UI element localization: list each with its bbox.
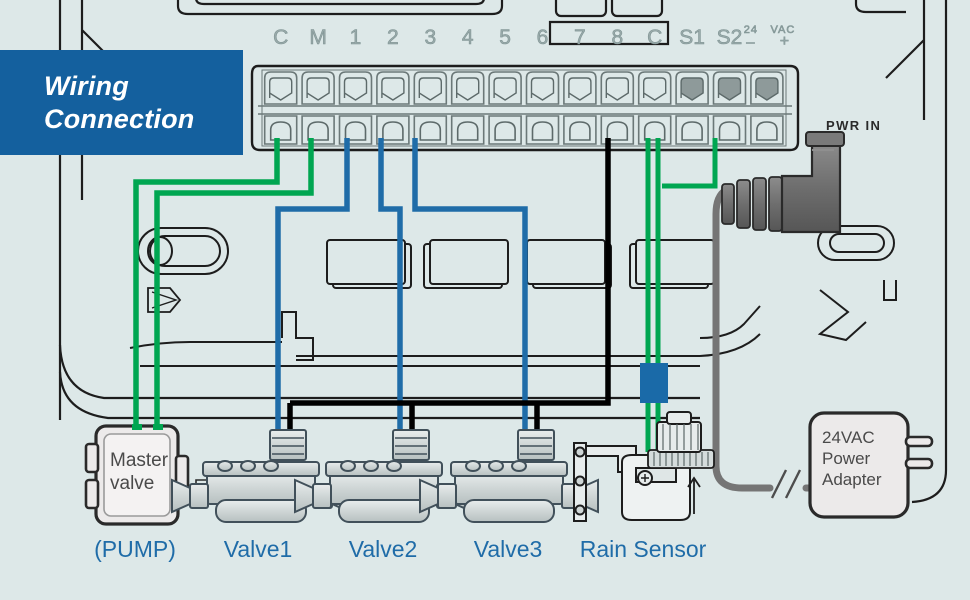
terminal-label-1: 1 (349, 26, 362, 50)
device-label-valve1: Valve1 (223, 536, 293, 562)
wire-splice-connector (640, 363, 668, 403)
device-label-rain-sensor: Rain Sensor (579, 536, 707, 562)
terminal-label-8: 8 (611, 26, 624, 50)
terminal-label-2: 2 (387, 26, 399, 50)
terminal-slot-m[interactable] (301, 71, 335, 145)
power-plug (721, 131, 845, 234)
device-label-valve3: Valve3 (473, 536, 543, 562)
terminal-slot-c[interactable] (637, 71, 672, 145)
chassis-hook (817, 225, 895, 342)
cord-break-symbol (770, 469, 802, 499)
power-adapter-box-text: 24VAC Power Adapter (822, 427, 882, 490)
valve-common-wire (287, 138, 611, 432)
terminal-slot-power[interactable] (750, 71, 784, 145)
terminal-label-m: M (309, 26, 327, 50)
master-valve-device (84, 424, 228, 526)
terminal-label-24: 24 (743, 24, 759, 37)
banner-line-1: Wiring (44, 70, 129, 101)
terminal-slot-7[interactable] (563, 71, 597, 145)
valve3-device (419, 429, 599, 523)
adapter-text-line-3: Adapter (822, 470, 882, 489)
master-valve-text-line-1: Master (110, 450, 169, 471)
master-valve-wires (133, 138, 314, 428)
terminal-label-c: C (273, 26, 289, 50)
terminal-slot-1[interactable] (338, 71, 373, 145)
banner-line-2: Connection (44, 103, 195, 134)
terminal-slot-2[interactable] (376, 71, 410, 145)
device-label-valve2: Valve2 (348, 536, 418, 562)
terminal-label-c: C (647, 26, 663, 50)
terminal-label-minus: – (746, 34, 756, 51)
terminal-label-5: 5 (499, 26, 511, 50)
terminal-slot-5[interactable] (488, 71, 522, 145)
up-arrow-icon (687, 476, 701, 514)
terminal-label-s2: S2 (716, 26, 743, 50)
terminal-slot-3[interactable] (413, 71, 448, 145)
master-valve-box-text: Master valve (110, 449, 168, 495)
terminal-slot-s1[interactable] (675, 71, 709, 145)
wiring-connection-banner: Wiring Connection (0, 50, 243, 155)
adapter-prongs (904, 435, 934, 470)
terminal-label-vac: VAC (770, 24, 796, 37)
terminal-slot-8[interactable] (600, 71, 635, 145)
device-label-pump: (PUMP) (94, 536, 176, 562)
adapter-text-line-1: 24VAC (822, 428, 875, 447)
power-adapter-device (808, 411, 934, 519)
controller-plate (176, 0, 948, 504)
terminal-slot-s2[interactable] (712, 71, 747, 145)
terminal-slot-6[interactable] (525, 71, 560, 145)
terminal-slot-c[interactable] (263, 71, 298, 145)
chassis-tab (883, 280, 897, 301)
valve2-device (294, 429, 474, 523)
wire-end-caps (132, 424, 163, 430)
valve-signal-wires (275, 138, 528, 432)
terminal-label-plus: + (779, 33, 791, 50)
terminal-label-s1: S1 (679, 26, 705, 50)
master-valve-text-line-2: valve (110, 473, 155, 494)
terminal-slot-4[interactable] (450, 71, 485, 145)
rain-sensor-device (573, 411, 715, 522)
terminal-label-6: 6 (536, 26, 549, 50)
pwr-in-label: PWR IN (826, 118, 882, 133)
terminal-label-4: 4 (461, 26, 474, 50)
terminal-block (250, 64, 800, 152)
terminal-label-3: 3 (424, 26, 437, 50)
terminal-label-7: 7 (574, 26, 586, 50)
adapter-text-line-2: Power (822, 449, 871, 468)
